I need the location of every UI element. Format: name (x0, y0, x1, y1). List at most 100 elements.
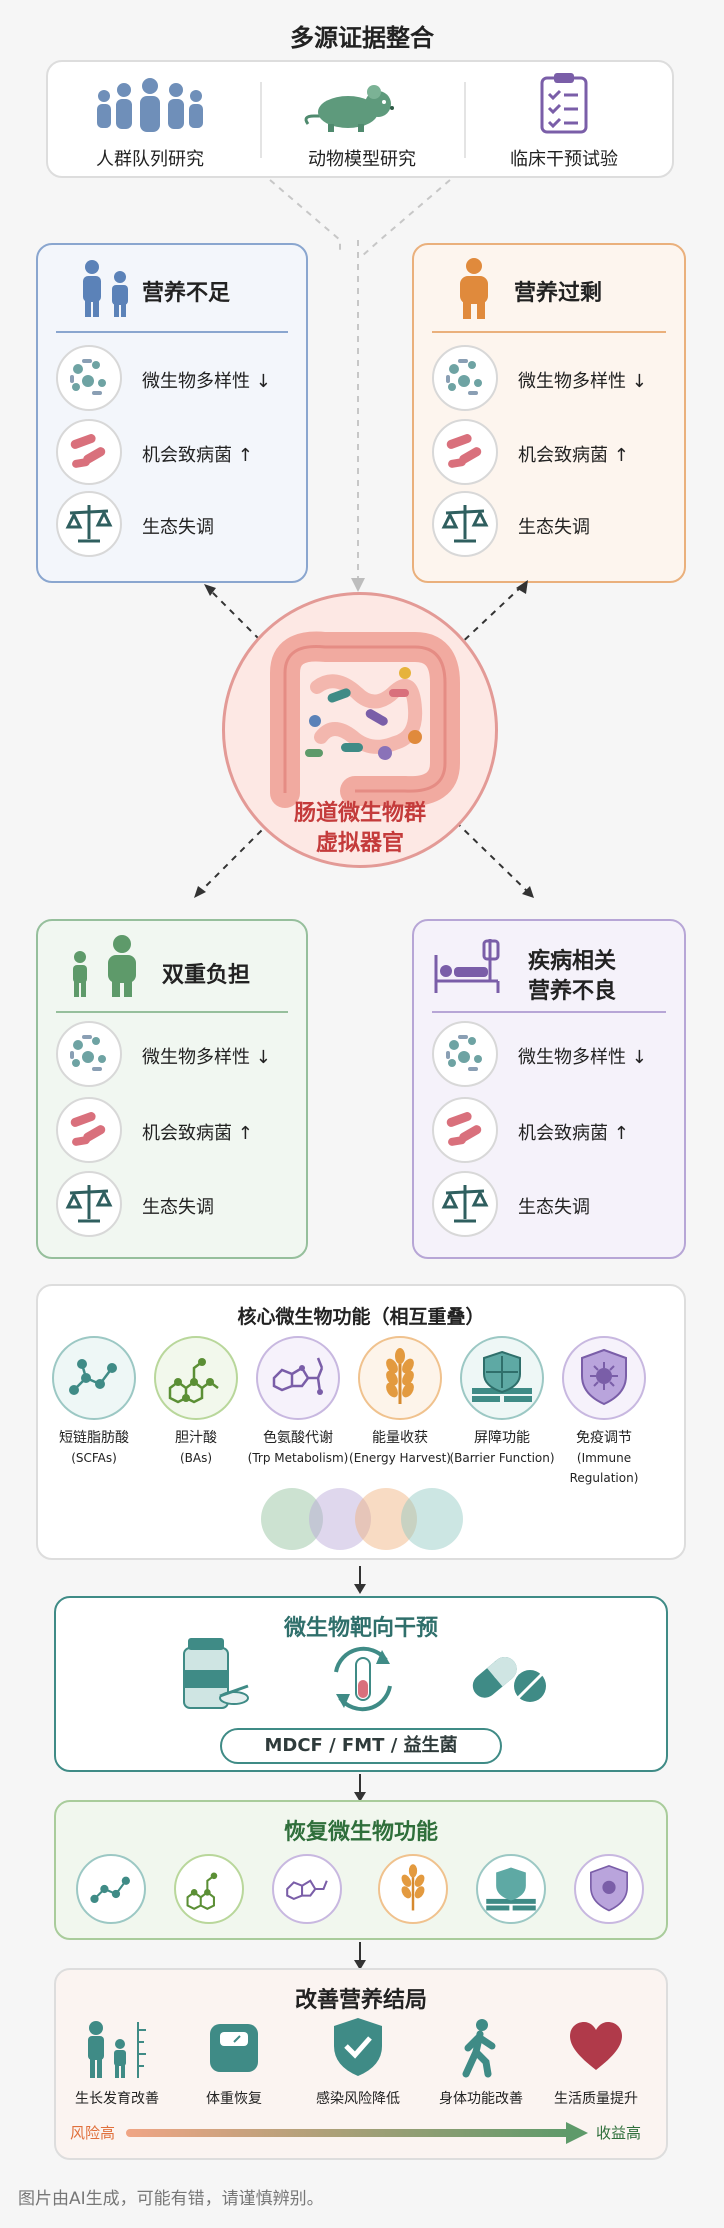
outcome-label-weight: 体重恢复 (206, 2091, 262, 2107)
scale-icon (206, 2020, 262, 2076)
source-label-clinical: 临床干预试验 (510, 149, 618, 170)
gut-virtual-organ: 肠道微生物群 虚拟器官 (222, 592, 498, 868)
bile-acid-molecule-icon (154, 1336, 238, 1420)
row-label-pathogen: 机会致病菌 ↑ (518, 1123, 629, 1144)
outcome-label-function: 身体功能改善 (439, 2091, 523, 2107)
card-title: 双重负担 (162, 963, 251, 988)
fmt-cycle-icon (320, 1636, 406, 1722)
source-label-animal: 动物模型研究 (308, 149, 416, 170)
capsule-pill-icon (464, 1642, 554, 1718)
flow-arrow (354, 1942, 366, 1970)
scfa-molecule-icon (52, 1336, 136, 1420)
function-label-energy: 能量收获(Energy Harvest) (349, 1430, 451, 1465)
card-title-line2: 营养不良 (528, 979, 617, 1004)
balance-scale-icon (432, 1171, 498, 1237)
balance-scale-icon (56, 1171, 122, 1237)
shield-wall-icon (476, 1854, 546, 1924)
outcome-label-infection: 感染风险降低 (316, 2091, 400, 2107)
row-label-pathogen: 机会致病菌 ↑ (142, 445, 253, 466)
function-label-scfa: 短链脂肪酸(SCFAs) (59, 1430, 129, 1465)
outcome-label-growth: 生长发育改善 (75, 2091, 159, 2107)
function-label-barrier: 屏障功能(Barrier Function) (449, 1430, 555, 1465)
row-label-dysbiosis: 生态失调 (142, 517, 214, 538)
card-disease-malnutrition: 疾病相关 营养不良 微生物多样性 ↓ 机会致病菌 ↑ 生态失调 (412, 919, 686, 1259)
row-label-diversity: 微生物多样性 ↓ (518, 1047, 647, 1068)
risk-benefit-gradient-arrow (126, 2122, 588, 2144)
person-pair-icon (78, 259, 142, 319)
pathogen-icon (432, 419, 498, 485)
row-label-pathogen: 机会致病菌 ↑ (142, 1123, 253, 1144)
immune-shield-icon (562, 1336, 646, 1420)
bacteria-diversity-icon (432, 345, 498, 411)
adult-child-icon (66, 935, 150, 999)
row-label-pathogen: 机会致病菌 ↑ (518, 445, 629, 466)
clipboard-icon (536, 70, 592, 136)
balance-scale-icon (432, 491, 498, 557)
source-label-cohort: 人群队列研究 (96, 149, 204, 170)
risk-label: 风险高 (70, 2124, 116, 2142)
row-label-diversity: 微生物多样性 ↓ (142, 371, 271, 392)
mouse-icon (298, 76, 408, 136)
immune-shield-icon (574, 1854, 644, 1924)
tryptophan-molecule-icon (272, 1854, 342, 1924)
function-label-immune: 免疫调节(Immune Regulation) (569, 1430, 639, 1485)
shield-wall-icon (460, 1336, 544, 1420)
restore-title: 恢复微生物功能 (283, 1820, 438, 1845)
function-label-bile: 胆汁酸(BAs) (175, 1430, 217, 1465)
diagonal-connectors (194, 580, 534, 898)
person-icon (454, 257, 494, 321)
page-title: 多源证据整合 (290, 24, 434, 52)
card-undernutrition: 营养不足 微生物多样性 ↓ 机会致病菌 ↑ 生态失调 (36, 243, 308, 583)
pathogen-icon (56, 419, 122, 485)
restore-panel: 恢复微生物功能 (54, 1800, 668, 1940)
row-label-diversity: 微生物多样性 ↓ (518, 371, 647, 392)
bacteria-diversity-icon (56, 1021, 122, 1087)
intervention-label-pill: MDCF / FMT / 益生菌 (220, 1728, 502, 1764)
card-double-burden: 双重负担 微生物多样性 ↓ 机会致病菌 ↑ 生态失调 (36, 919, 308, 1259)
row-label-dysbiosis: 生态失调 (142, 1197, 214, 1218)
row-label-dysbiosis: 生态失调 (518, 517, 590, 538)
flow-arrow (354, 1566, 366, 1594)
outcomes-panel: 改善营养结局 生长发育改善 体重恢复 感染风险降低 身体功能改善 生活质量提升 … (54, 1968, 668, 2160)
balance-scale-icon (56, 491, 122, 557)
benefit-label: 收益高 (596, 2124, 642, 2142)
walking-icon (456, 2018, 506, 2078)
scfa-molecule-icon (76, 1854, 146, 1924)
tryptophan-molecule-icon (256, 1336, 340, 1420)
shield-check-icon (330, 2016, 386, 2078)
intervention-label: MDCF / FMT / 益生菌 (264, 1735, 458, 1756)
core-functions-panel: 核心微生物功能（相互重叠） 短链脂肪酸(SCFAs) 胆汁酸(BAs) 色氨酸代… (36, 1284, 686, 1560)
card-title: 营养不足 (142, 281, 231, 306)
bacteria-diversity-icon (56, 345, 122, 411)
intestine-icon (270, 631, 460, 808)
card-overnutrition: 营养过剩 微生物多样性 ↓ 机会致病菌 ↑ 生态失调 (412, 243, 686, 583)
row-label-diversity: 微生物多样性 ↓ (142, 1047, 271, 1068)
pathogen-icon (56, 1097, 122, 1163)
growth-icon (82, 2020, 152, 2080)
outcomes-title: 改善营养结局 (294, 1988, 427, 2013)
card-title-line1: 疾病相关 (528, 949, 617, 974)
wheat-icon (358, 1336, 442, 1420)
core-functions-title: 核心微生物功能（相互重叠） (237, 1306, 485, 1328)
probiotic-jar-icon (176, 1634, 252, 1720)
center-label-line1: 肠道微生物群 (293, 801, 426, 826)
outcome-label-quality: 生活质量提升 (554, 2091, 638, 2107)
center-label-line2: 虚拟器官 (315, 831, 404, 856)
bile-acid-molecule-icon (174, 1854, 244, 1924)
source-connector-lines (269, 179, 451, 592)
function-label-trp: 色氨酸代谢(Trp Metabolism) (247, 1430, 349, 1465)
overlap-venn-icon (261, 1488, 463, 1550)
bacteria-diversity-icon (432, 1021, 498, 1087)
flow-arrow (354, 1774, 366, 1802)
intervention-panel: 微生物靶向干预 MDCF / FMT / 益生菌 (54, 1596, 668, 1772)
heart-icon (568, 2020, 624, 2072)
row-label-dysbiosis: 生态失调 (518, 1197, 590, 1218)
card-title: 营养过剩 (514, 281, 603, 306)
wheat-icon (378, 1854, 448, 1924)
people-group-icon (90, 76, 210, 136)
ai-generated-note: 图片由AI生成，可能有错，请谨慎辨别。 (18, 2189, 324, 2209)
intervention-title: 微生物靶向干预 (283, 1616, 438, 1641)
pathogen-icon (432, 1097, 498, 1163)
hospital-bed-icon (432, 935, 506, 997)
evidence-sources-panel: 人群队列研究 动物模型研究 临床干预试验 (46, 60, 674, 178)
